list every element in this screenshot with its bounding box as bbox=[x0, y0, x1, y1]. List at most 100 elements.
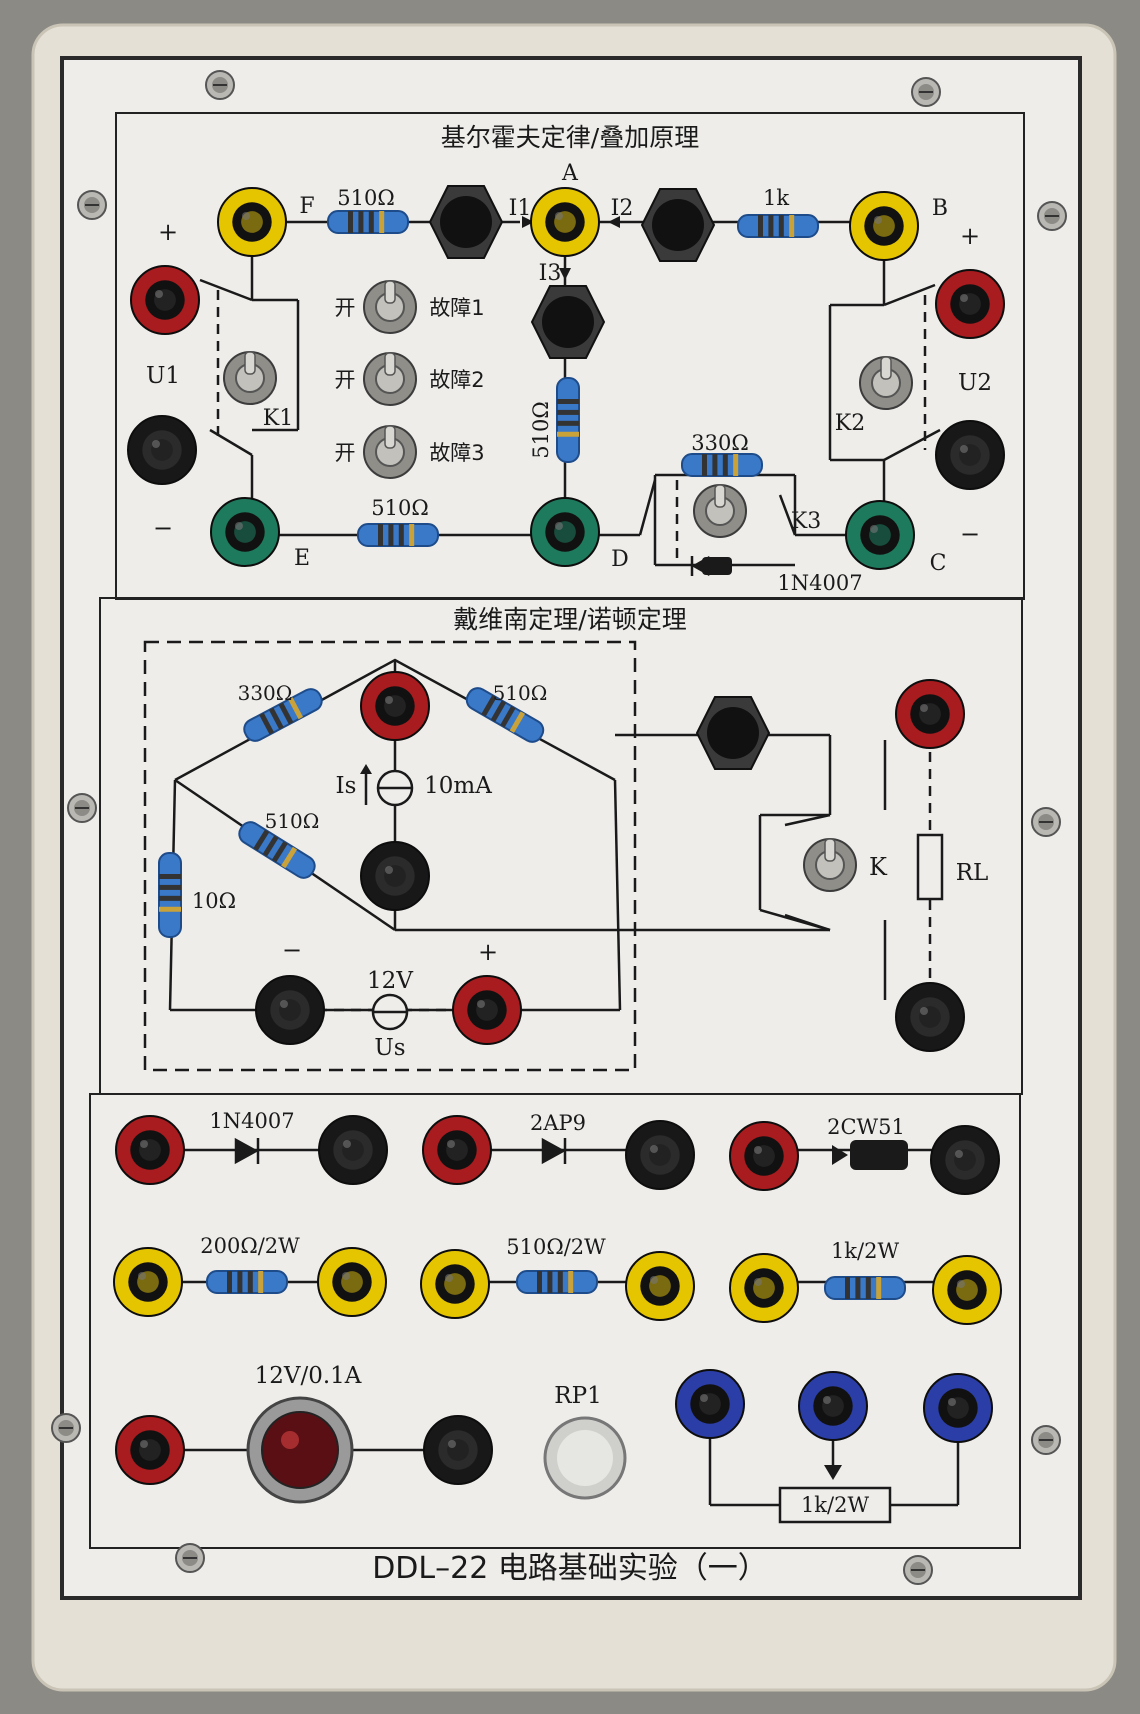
jack-d2-cathode[interactable] bbox=[625, 1120, 695, 1190]
u2-label: U2 bbox=[958, 370, 992, 396]
screw bbox=[205, 70, 235, 100]
diode-2cw51-label: 2CW51 bbox=[827, 1115, 905, 1139]
is-name-label: Is bbox=[336, 773, 357, 799]
socket-i3[interactable] bbox=[530, 285, 606, 359]
node-C-label: C bbox=[930, 551, 947, 576]
resistor-10 bbox=[158, 852, 182, 938]
wiper-arrow bbox=[824, 1465, 842, 1480]
screw bbox=[1031, 807, 1061, 837]
diode-1n4007-body bbox=[702, 557, 732, 575]
fault3-toggle[interactable] bbox=[363, 425, 417, 479]
fault3-label: 故障3 bbox=[429, 441, 484, 465]
diode-2ap9-label: 2AP9 bbox=[530, 1111, 586, 1135]
node-D-label: D bbox=[611, 547, 629, 572]
pot-box bbox=[778, 1486, 892, 1524]
jack-us-minus[interactable] bbox=[255, 975, 325, 1045]
fault1-toggle[interactable] bbox=[363, 280, 417, 334]
r200-2w-label: 200Ω/2W bbox=[200, 1234, 300, 1258]
jack-C[interactable] bbox=[845, 500, 915, 570]
fault3-open-label: 开 bbox=[335, 441, 356, 465]
jack-r510-b[interactable] bbox=[625, 1251, 695, 1321]
jack-d2-anode[interactable] bbox=[422, 1115, 492, 1185]
u1-label: U1 bbox=[146, 363, 180, 389]
screw bbox=[51, 1413, 81, 1443]
resistor-dc-label: 330Ω bbox=[691, 431, 749, 455]
jack-u1-plus[interactable] bbox=[130, 265, 200, 335]
socket-output[interactable] bbox=[695, 696, 771, 770]
node-F-label: F bbox=[299, 194, 314, 219]
zener-diode-body bbox=[832, 1140, 908, 1170]
socket-i1[interactable] bbox=[428, 185, 504, 259]
pot-rating-label: 1k/2W bbox=[801, 1493, 870, 1517]
jack-pot-a[interactable] bbox=[675, 1369, 745, 1439]
k3-toggle[interactable] bbox=[693, 484, 747, 538]
diode-1n4007-part-label: 1N4007 bbox=[209, 1109, 294, 1133]
u2-minus-sign: − bbox=[960, 520, 980, 548]
r10-label: 10Ω bbox=[192, 889, 236, 913]
k1-label: K1 bbox=[263, 406, 293, 431]
resistor-510-left bbox=[238, 821, 316, 879]
resistor-ed-label: 510Ω bbox=[371, 496, 429, 520]
jack-B[interactable] bbox=[849, 191, 919, 261]
node-E-label: E bbox=[294, 546, 310, 571]
jack-d1-cathode[interactable] bbox=[318, 1115, 388, 1185]
jack-is-minus[interactable] bbox=[360, 841, 430, 911]
resistor-ad-label: 510Ω bbox=[529, 401, 553, 459]
network-boundary bbox=[143, 640, 637, 1072]
fault2-toggle[interactable] bbox=[363, 352, 417, 406]
resistor-200-2w bbox=[206, 1270, 288, 1294]
k2-toggle[interactable] bbox=[859, 356, 913, 410]
jack-u2-minus[interactable] bbox=[935, 420, 1005, 490]
current-i2-label: I2 bbox=[611, 196, 634, 221]
jack-r200-b[interactable] bbox=[317, 1247, 387, 1317]
jack-u2-plus[interactable] bbox=[935, 269, 1005, 339]
jack-rl-top[interactable] bbox=[895, 679, 965, 749]
socket-i2[interactable] bbox=[640, 188, 716, 262]
kirchhoff-title: 基尔霍夫定律/叠加原理 bbox=[441, 123, 699, 152]
jack-u1-minus[interactable] bbox=[127, 415, 197, 485]
resistor-510-2w bbox=[516, 1270, 598, 1294]
jack-pot-b[interactable] bbox=[923, 1373, 993, 1443]
potentiometer-knob[interactable] bbox=[543, 1416, 627, 1500]
jack-r200-a[interactable] bbox=[113, 1247, 183, 1317]
node-B-label: B bbox=[932, 196, 948, 221]
k-toggle[interactable] bbox=[803, 838, 857, 892]
jack-F[interactable] bbox=[217, 187, 287, 257]
jack-pot-wiper[interactable] bbox=[798, 1371, 868, 1441]
jack-D[interactable] bbox=[530, 497, 600, 567]
resistor-dc bbox=[681, 453, 763, 477]
resistor-ed bbox=[357, 523, 439, 547]
r1k-2w-label: 1k/2W bbox=[831, 1239, 900, 1263]
load-resistor-symbol bbox=[916, 833, 944, 901]
jack-E[interactable] bbox=[210, 497, 280, 567]
us-minus-sign: − bbox=[282, 936, 302, 964]
resistor-330 bbox=[243, 688, 323, 742]
k3-label: K3 bbox=[791, 509, 821, 534]
r510-right-label: 510Ω bbox=[493, 681, 548, 705]
resistor-fa-label: 510Ω bbox=[337, 186, 395, 210]
jack-d3-anode[interactable] bbox=[729, 1121, 799, 1191]
u1-minus-sign: − bbox=[153, 514, 173, 542]
jack-r510-a[interactable] bbox=[420, 1249, 490, 1319]
resistor-ab bbox=[737, 214, 819, 238]
jack-r1k-a[interactable] bbox=[729, 1253, 799, 1323]
jack-us-plus[interactable] bbox=[452, 975, 522, 1045]
r330-label: 330Ω bbox=[238, 681, 293, 705]
fault2-label: 故障2 bbox=[429, 368, 484, 392]
jack-lamp-a[interactable] bbox=[115, 1415, 185, 1485]
jack-A[interactable] bbox=[530, 187, 600, 257]
board-title: DDL–22 电路基础实验（一） bbox=[372, 1551, 768, 1586]
jack-d3-cathode[interactable] bbox=[930, 1125, 1000, 1195]
jack-is-plus[interactable] bbox=[360, 671, 430, 741]
resistor-510-right bbox=[465, 687, 545, 743]
switch-links bbox=[216, 290, 927, 560]
jack-rl-bottom[interactable] bbox=[895, 982, 965, 1052]
screw bbox=[1037, 201, 1067, 231]
jack-r1k-b[interactable] bbox=[932, 1255, 1002, 1325]
lamp-indicator bbox=[246, 1396, 354, 1504]
k1-toggle[interactable] bbox=[223, 351, 277, 405]
jack-d1-anode[interactable] bbox=[115, 1115, 185, 1185]
jack-lamp-b[interactable] bbox=[423, 1415, 493, 1485]
resistor-1k-2w bbox=[824, 1276, 906, 1300]
